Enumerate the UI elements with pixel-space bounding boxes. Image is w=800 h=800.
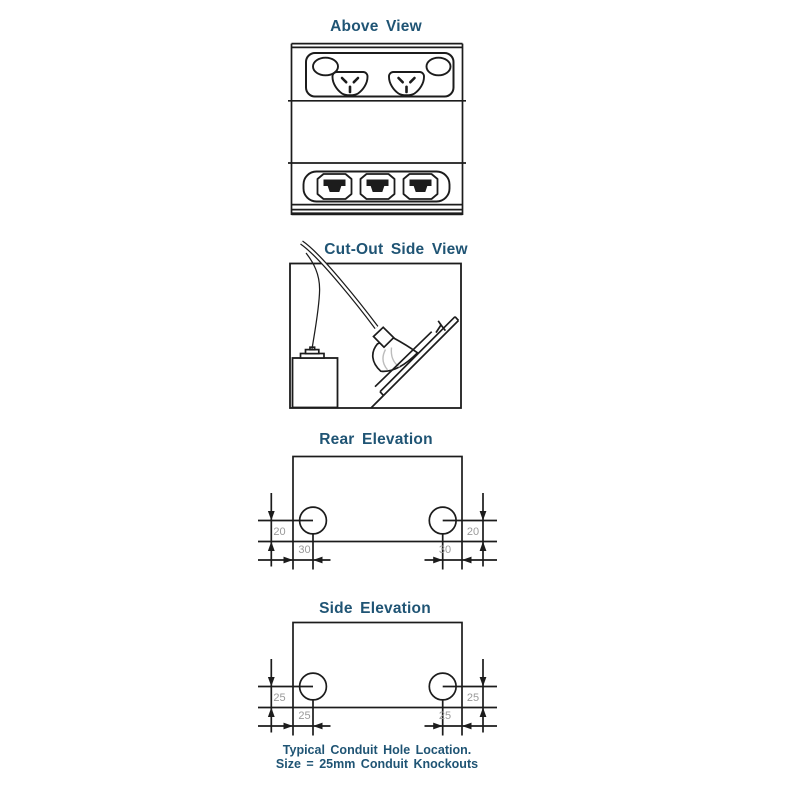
mounting-oval-right (425, 56, 452, 77)
mounting-oval-left (312, 56, 339, 77)
panel-bottom-cap (379, 391, 385, 397)
side-elevation-title: Side Elevation (319, 599, 431, 617)
power-socket-left (331, 71, 369, 97)
power-cable-inner (300, 241, 378, 329)
side-dim-left-vertical: 25 (273, 691, 286, 704)
panel-lower-extension (370, 394, 385, 409)
rear-dim-left-vertical: 20 (273, 525, 286, 538)
above-view-box (288, 42, 466, 216)
side-dim-left-horizontal: 25 (298, 710, 311, 722)
socket-pin-slots (397, 76, 416, 94)
rear-dim-right-horizontal: 30 (438, 543, 452, 556)
above-view-title: Above View (330, 18, 422, 35)
rear-dim-left-horizontal: 30 (298, 544, 311, 556)
footer-note-line2: Size = 25mm Conduit Knockouts (275, 756, 479, 771)
rj45-jack (402, 173, 439, 200)
panel-faceplate-line (374, 331, 433, 388)
power-outlet-plate (305, 52, 455, 98)
power-socket-right (388, 71, 425, 97)
side-dim-right-vertical: 25 (466, 691, 480, 704)
floor-box (291, 346, 339, 409)
cutout-view-box (289, 262, 462, 409)
data-jack-plate (302, 170, 451, 203)
plug-body (372, 326, 395, 349)
panel-top-cap (454, 316, 460, 322)
rj45-opening (366, 179, 389, 192)
angled-panel (370, 316, 460, 409)
plug-bell-shading (382, 347, 400, 371)
rear-dim-right-vertical: 20 (466, 525, 480, 538)
thin-cable (305, 252, 321, 350)
cutout-side-view-title: Cut-Out Side View (324, 240, 468, 258)
above-view-drawing (288, 42, 466, 216)
rj45-jack (316, 173, 353, 200)
rj45-opening (323, 179, 346, 192)
side-elevation-drawing (257, 621, 498, 737)
rear-elevation-drawing (257, 455, 498, 571)
footer-note-line1: Typical Conduit Hole Location. (282, 743, 472, 757)
cutout-side-view-drawing (289, 240, 462, 409)
side-dim-right-horizontal: 25 (438, 709, 452, 722)
rj45-opening (409, 179, 432, 192)
rj45-jack (359, 173, 396, 200)
socket-pin-slots (340, 76, 360, 94)
rear-elevation-title: Rear Elevation (319, 431, 433, 448)
